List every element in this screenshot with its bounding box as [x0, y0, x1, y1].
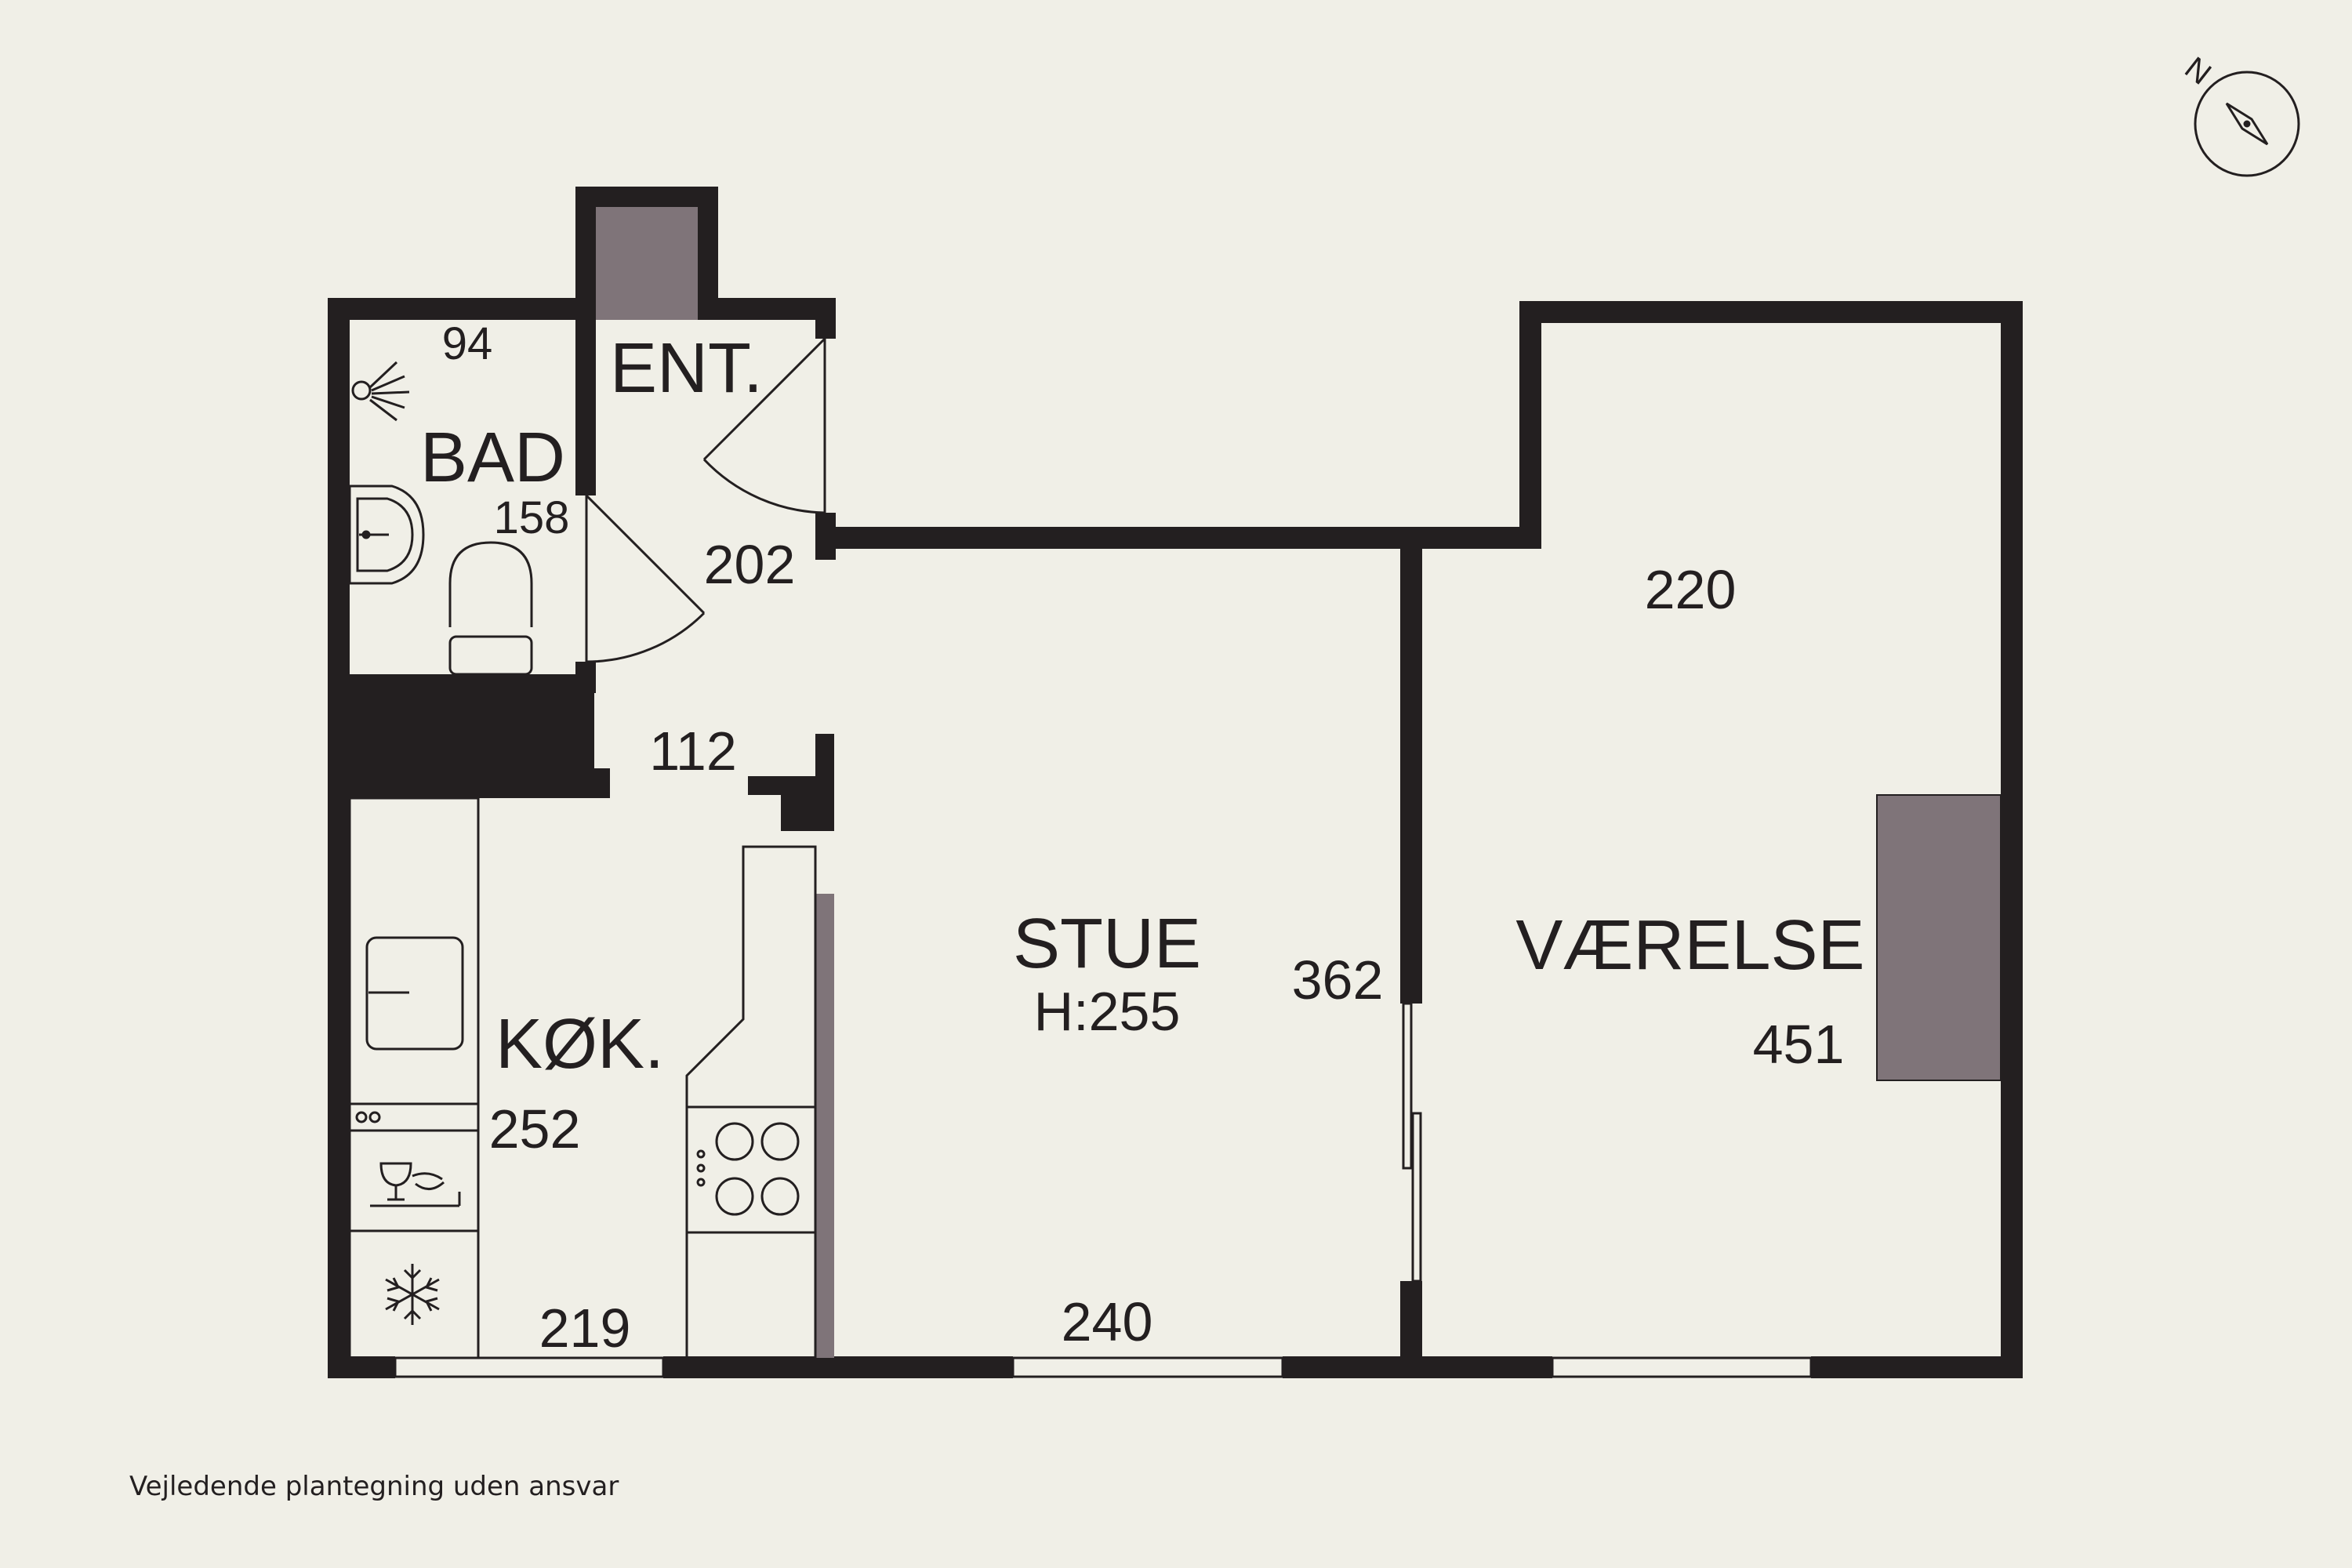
hob-small-burner-icon: [355, 1111, 368, 1123]
dim-bedroom-depth: 451: [1753, 1014, 1845, 1075]
dim-kitchen-width: 219: [539, 1298, 631, 1359]
dim-bath-width: 94: [442, 318, 493, 369]
kitchen-counter-left: [348, 797, 480, 1359]
stove-icon: [696, 1122, 800, 1216]
room-label-bathroom: BAD: [420, 419, 565, 497]
doors: [585, 337, 826, 663]
dim-bedroom-width: 220: [1645, 559, 1737, 620]
compass-needle-icon: [2225, 102, 2269, 146]
dim-entrance-depth: 202: [704, 534, 796, 595]
room-labels: ENT. BAD KØK. STUE H:255 VÆRELSE: [420, 329, 1865, 1083]
wardrobe: [1876, 794, 2002, 1081]
room-label-bedroom: VÆRELSE: [1515, 906, 1864, 985]
room-label-kitchen: KØK.: [495, 1005, 664, 1083]
window-kitchen: [394, 1356, 665, 1378]
dim-entrance-passage: 112: [649, 720, 737, 782]
dishwasher-icon: [350, 1162, 478, 1232]
kitchen-fixtures: [348, 797, 817, 1359]
room-label-living: STUE: [1013, 905, 1201, 983]
bath-door: [585, 494, 706, 663]
dim-living-depth: 362: [1292, 949, 1384, 1011]
sliding-door: [1402, 1002, 1422, 1283]
window-bedroom: [1551, 1356, 1813, 1378]
entrance-door: [702, 337, 826, 514]
room-label-entrance: ENT.: [610, 329, 763, 408]
dim-kitchen-depth: 252: [489, 1098, 581, 1160]
sink-icon: [348, 485, 425, 585]
compass-circle: [2194, 71, 2300, 177]
living-room-height: H:255: [1034, 981, 1181, 1042]
windows: [394, 1356, 1813, 1378]
dim-living-width: 240: [1062, 1291, 1153, 1352]
grey-fills: [596, 207, 2002, 1358]
bathroom-fixtures: [348, 361, 533, 676]
shaft-fill: [596, 207, 698, 320]
kitchen-counter-right: [685, 845, 817, 1359]
compass: [2194, 71, 2300, 177]
dimension-labels: 94 158 202 112 252 219 240 362 220 451: [442, 318, 1845, 1359]
kitchen-divider-fill: [815, 894, 834, 1358]
walls: [328, 187, 2023, 1378]
toilet-icon: [448, 541, 533, 676]
dim-bath-depth: 158: [494, 492, 570, 543]
shower-icon: [351, 361, 410, 422]
freezer-icon: [385, 1264, 440, 1325]
sink-basin-icon: [365, 936, 464, 1051]
window-living: [1011, 1356, 1284, 1378]
disclaimer-text: Vejledende plantegning uden ansvar: [129, 1471, 619, 1502]
